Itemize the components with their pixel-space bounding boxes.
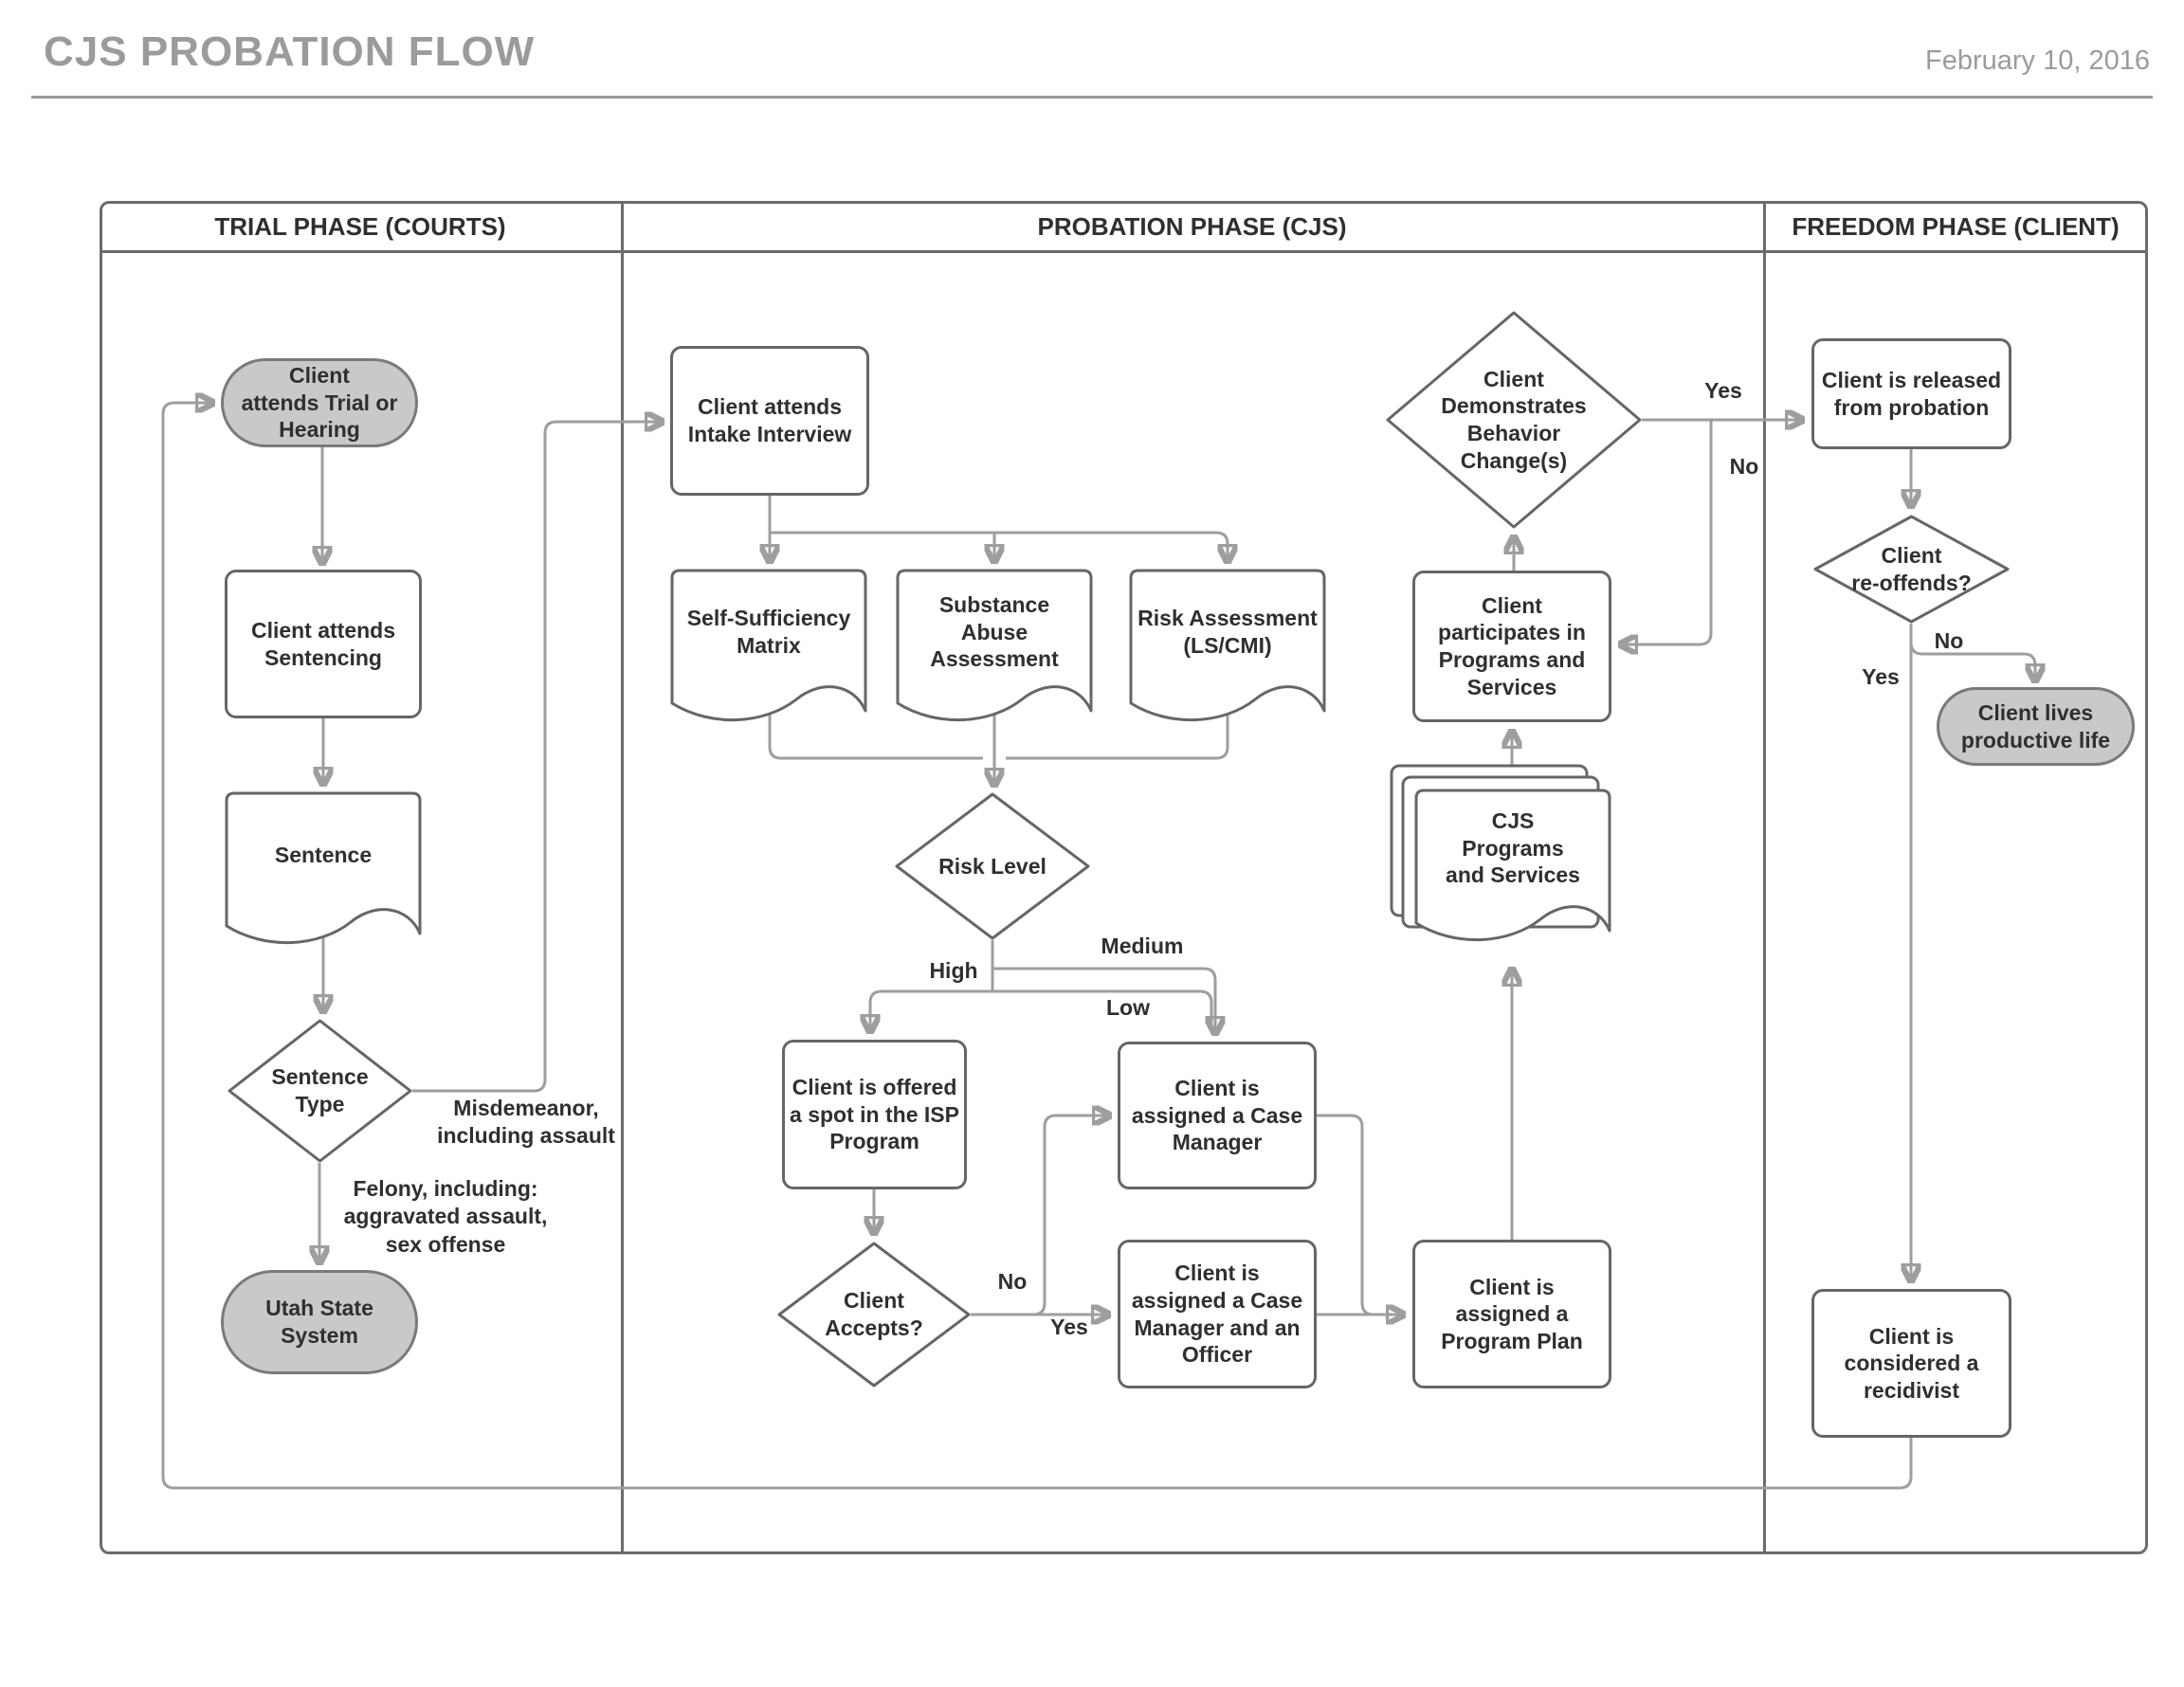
multi-document-shape	[1390, 764, 1611, 942]
node-client-accepts-decision: Client Accepts?	[777, 1242, 971, 1388]
edge-label-low: Low	[1106, 995, 1150, 1020]
edge-misdemeanor-to-intake	[412, 422, 663, 1093]
node-label: Substance Abuse Assessment	[930, 592, 1059, 672]
document-shape	[896, 569, 1093, 722]
node-label: Client participates in Programs and Serv…	[1438, 592, 1586, 699]
edge-label-behavior-yes: Yes	[1704, 378, 1742, 403]
node-sentence-type-decision: Sentence Type	[228, 1019, 412, 1163]
lane-title-freedom: FREEDOM PHASE (CLIENT)	[1792, 212, 2120, 241]
node-participates-programs-services: Client participates in Programs and Serv…	[1412, 571, 1611, 722]
diamond-shape	[1813, 515, 2010, 624]
node-label: Utah State System	[265, 1296, 373, 1348]
node-assigned-case-manager-officer: Client is assigned a Case Manager and an…	[1118, 1240, 1317, 1388]
edge-riskassessment-merge	[1006, 706, 1229, 760]
node-reoffends-decision: Client re-offends?	[1813, 515, 2010, 624]
edge-label-felony: Felony, including: aggravated assault, s…	[343, 1176, 548, 1257]
node-label: Risk Assessment (LS/CMI)	[1138, 606, 1318, 658]
node-utah-state-system: Utah State System	[221, 1270, 418, 1374]
node-label: Sentence Type	[271, 1064, 369, 1116]
swimlane-frame	[100, 201, 2148, 1554]
edge-label-behavior-no: No	[1729, 454, 1759, 479]
node-isp-program-offer: Client is offered a spot in the ISP Prog…	[782, 1040, 967, 1189]
edge-label-accepts-no: No	[997, 1269, 1028, 1294]
node-client-attends-sentencing: Client attends Sentencing	[225, 570, 422, 718]
edge-label-accepts-yes: Yes	[1050, 1315, 1088, 1339]
node-label: Sentence	[274, 842, 373, 867]
edge-label-medium: Medium	[1101, 934, 1184, 958]
node-label: Client is offered a spot in the ISP Prog…	[790, 1075, 959, 1154]
lane-border-probation-freedom	[1763, 201, 1766, 1554]
node-productive-life: Client lives productive life	[1937, 687, 2135, 766]
node-label: Client is assigned a Case Manager and an…	[1131, 1261, 1303, 1368]
node-label: Client is considered a recidivist	[1844, 1323, 1979, 1403]
node-assigned-case-manager: Client is assigned a Case Manager	[1118, 1042, 1317, 1189]
edge-label-reoffends-no: No	[1934, 628, 1964, 653]
diamond-shape	[228, 1019, 412, 1163]
document-shape	[670, 569, 867, 722]
node-label: Client Accepts?	[825, 1288, 923, 1340]
edge-medium-to-casemanager	[992, 967, 1215, 1034]
page-date: February 10, 2016	[1925, 45, 2150, 76]
node-label: Client is assigned a Case Manager	[1131, 1076, 1303, 1155]
node-label: Client attends Sentencing	[250, 617, 396, 670]
node-considered-recidivist: Client is considered a recidivist	[1811, 1289, 2011, 1438]
edge-recidivist-feedback-to-start	[161, 403, 1913, 1490]
node-self-sufficiency-matrix: Self-Sufficiency Matrix	[670, 569, 867, 732]
node-label: Client attends Intake Interview	[687, 394, 852, 446]
node-label: Client is released from probation	[1821, 367, 2002, 420]
document-shape	[225, 791, 422, 945]
node-intake-interview: Client attends Intake Interview	[670, 346, 869, 496]
edge-accepts-no-to-casemanager	[971, 1116, 1110, 1316]
node-label: Client re-offends?	[1851, 542, 1972, 595]
edge-casemanager-to-programplan	[1317, 1114, 1374, 1316]
title-divider	[31, 96, 2153, 99]
node-label: Client is assigned a Program Plan	[1441, 1274, 1583, 1353]
node-released-from-probation: Client is released from probation	[1811, 338, 2011, 449]
diamond-shape	[895, 792, 1090, 940]
node-cjs-programs-services: CJS Programs and Services	[1390, 764, 1613, 953]
node-label: CJS Programs and Services	[1446, 808, 1580, 888]
document-shape	[1129, 569, 1326, 722]
lane-title-probation: PROBATION PHASE (CJS)	[1037, 212, 1347, 241]
node-assigned-program-plan: Client is assigned a Program Plan	[1412, 1240, 1611, 1388]
edge-behavior-no-to-participates	[1620, 420, 1713, 644]
node-sentence-document: Sentence	[225, 791, 422, 954]
node-behavior-change-decision: Client Demonstrates Behavior Change(s)	[1386, 311, 1642, 529]
node-label: Risk Level	[938, 853, 1046, 879]
edge-ssm-merge	[768, 706, 983, 760]
node-risk-assessment-lscmi: Risk Assessment (LS/CMI)	[1129, 569, 1326, 732]
node-substance-abuse-assessment: Substance Abuse Assessment	[896, 569, 1093, 732]
page-title: CJS PROBATION FLOW	[44, 28, 536, 75]
edge-high-to-isp	[870, 989, 992, 1032]
node-label: Client attends Trial or Hearing	[241, 363, 398, 443]
edge-label-misdemeanor: Misdemeanor, including assault	[437, 1096, 615, 1149]
lane-header-strip	[100, 201, 2148, 253]
edge-intake-to-riskassessment	[770, 531, 1228, 562]
node-risk-level-decision: Risk Level	[895, 792, 1090, 940]
lane-border-trial-probation	[621, 201, 624, 1554]
edge-label-high: High	[929, 958, 978, 983]
edge-low-to-casemanager	[992, 989, 1213, 1033]
edge-label-reoffends-yes: Yes	[1862, 664, 1900, 689]
lane-title-trial: TRIAL PHASE (COURTS)	[214, 212, 506, 241]
node-label: Client Demonstrates Behavior Change(s)	[1441, 366, 1587, 473]
node-label: Client lives productive life	[1960, 699, 2111, 753]
node-label: Self-Sufficiency Matrix	[686, 606, 851, 658]
edge-reoffends-no-to-productive	[1909, 624, 2035, 681]
diamond-shape	[1386, 311, 1642, 529]
diamond-shape	[777, 1242, 971, 1388]
node-client-attends-trial: Client attends Trial or Hearing	[221, 358, 418, 447]
